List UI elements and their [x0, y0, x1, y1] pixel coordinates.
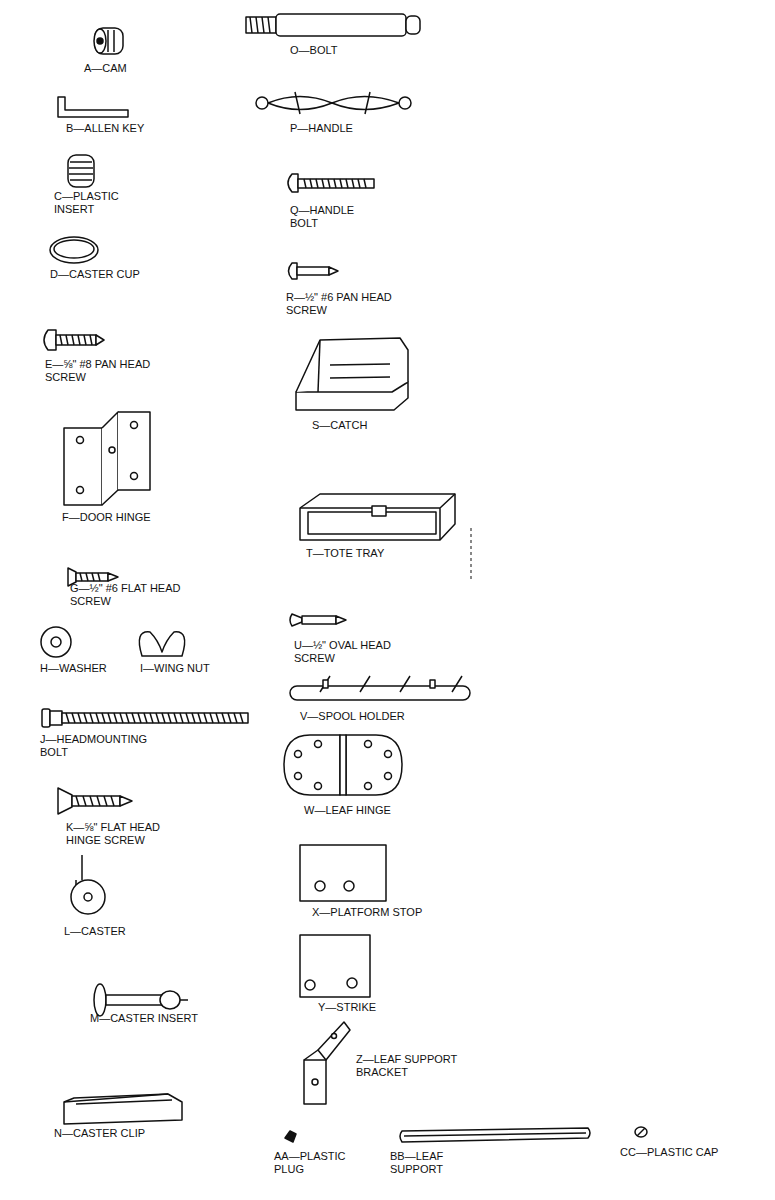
caster-insert-drawing: [94, 984, 188, 1016]
part-label: B—ALLEN KEY: [66, 122, 144, 135]
part-label: D—CASTER CUP: [50, 268, 140, 281]
part-label: Y—STRIKE: [318, 1001, 376, 1014]
washer-drawing: [41, 627, 71, 657]
part-label: U—½" OVAL HEAD SCREW: [294, 639, 404, 665]
part-label: G—½" #6 FLAT HEAD SCREW: [70, 582, 195, 608]
part-label: CC—PLASTIC CAP: [620, 1146, 718, 1159]
part-label: Q—HANDLE BOLT: [290, 204, 365, 230]
part-label: J—HEADMOUNTING BOLT: [40, 733, 155, 759]
plastic-plug-drawing: [285, 1131, 296, 1142]
cam-drawing: [94, 28, 123, 54]
bolt-drawing: [42, 709, 248, 727]
part-label: O—BOLT: [290, 44, 337, 57]
part-label: H—WASHER: [40, 662, 107, 675]
part-label: BB—LEAF SUPPORT: [390, 1150, 480, 1176]
screw-drawing: [289, 263, 339, 279]
scan-mark: [471, 528, 472, 582]
part-label: E—⅝" #8 PAN HEAD SCREW: [45, 358, 170, 384]
caster-drawing: [71, 855, 105, 914]
catch-drawing: [296, 338, 408, 410]
part-label: A—CAM: [84, 62, 127, 75]
tote-tray-drawing: [300, 494, 455, 540]
plastic-cap-drawing: [635, 1127, 647, 1137]
part-label: L—CASTER: [64, 925, 126, 938]
part-label: R—½" #6 PAN HEAD SCREW: [286, 291, 406, 317]
part-label: M—CASTER INSERT: [90, 1012, 198, 1025]
part-label: C—PLASTIC INSERT: [54, 190, 134, 216]
door-hinge-drawing: [64, 412, 150, 505]
bolt-drawing: [246, 14, 420, 36]
leaf-hinge-drawing: [284, 735, 402, 795]
caster-cup-drawing: [50, 237, 98, 263]
platform-stop-drawing: [300, 845, 386, 901]
bolt-drawing: [288, 174, 374, 192]
part-label: Z—LEAF SUPPORT BRACKET: [356, 1053, 476, 1079]
screw-drawing: [58, 788, 132, 814]
part-label: K—⅝" FLAT HEAD HINGE SCREW: [66, 821, 176, 847]
bracket-drawing: [304, 1022, 350, 1104]
part-label: W—LEAF HINGE: [304, 804, 391, 817]
part-label: V—SPOOL HOLDER: [300, 710, 405, 723]
strike-drawing: [300, 935, 370, 997]
spool-holder-drawing: [290, 676, 470, 700]
part-label: T—TOTE TRAY: [306, 547, 384, 560]
screw-drawing: [290, 614, 346, 626]
part-label: P—HANDLE: [290, 122, 353, 135]
part-label: F—DOOR HINGE: [62, 511, 151, 524]
part-label: N—CASTER CLIP: [54, 1127, 145, 1140]
allen-key-drawing: [58, 97, 128, 117]
part-label: X—PLATFORM STOP: [312, 906, 422, 919]
plastic-insert-drawing: [68, 155, 94, 187]
screw-drawing: [44, 330, 104, 350]
caster-clip-drawing: [64, 1094, 182, 1124]
wing-nut-drawing: [139, 632, 184, 656]
leaf-support-drawing: [400, 1128, 590, 1142]
handle-drawing: [256, 92, 411, 114]
part-label: S—CATCH: [312, 419, 367, 432]
part-label: I—WING NUT: [140, 662, 210, 675]
part-label: AA—PLASTIC PLUG: [274, 1150, 359, 1176]
